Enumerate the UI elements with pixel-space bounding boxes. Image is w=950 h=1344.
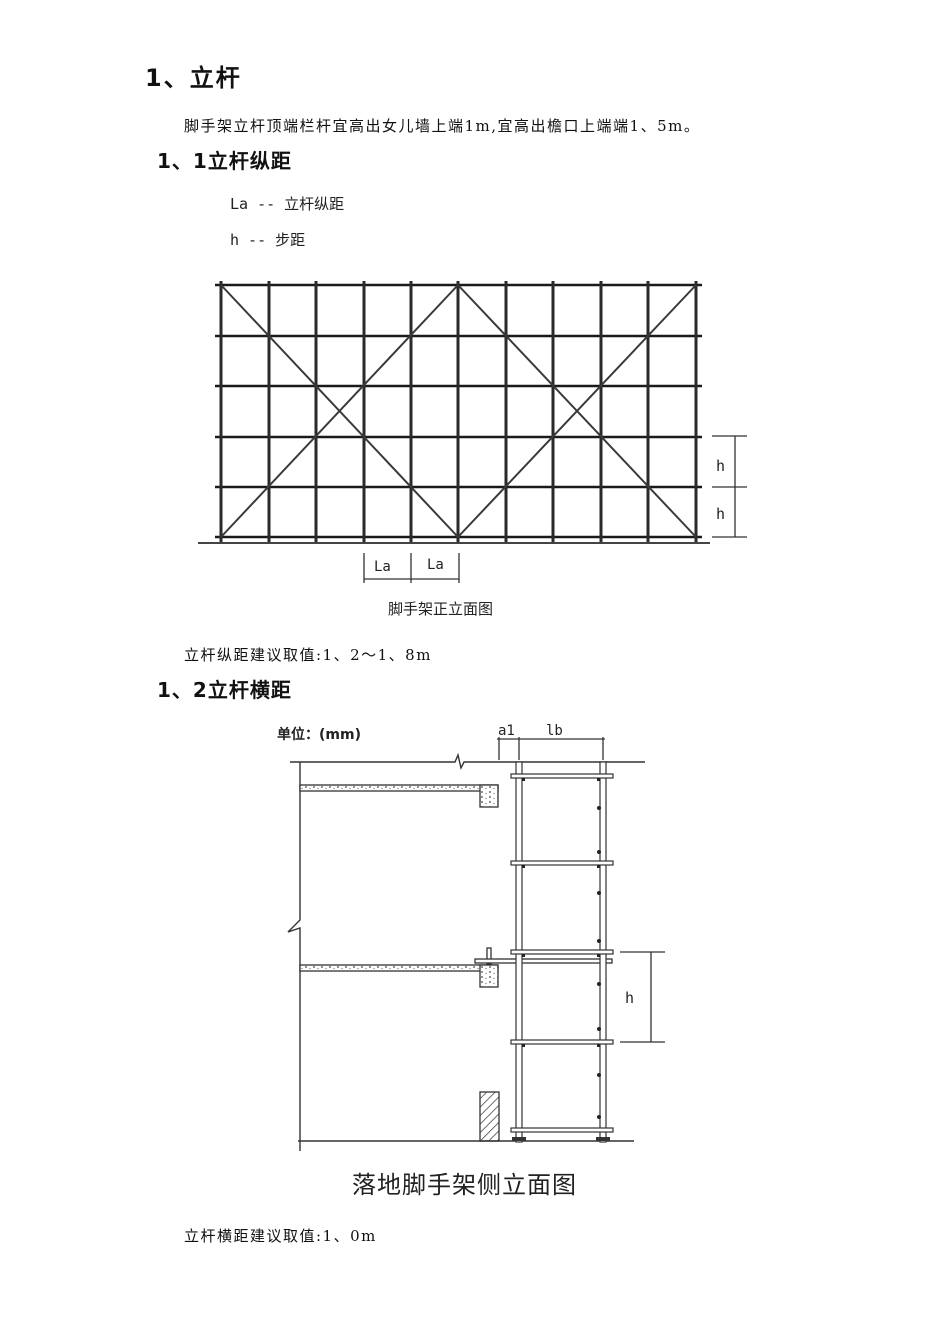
transverse-spacing-recommendation: 立杆横距建议取值:1、0m	[184, 1227, 377, 1245]
side-elevation-caption: 落地脚手架侧立面图	[352, 1171, 577, 1199]
paragraph-pole-top-height: 脚手架立杆顶端栏杆宜高出女儿墙上端1m,宜高出檐口上端端1、5m。	[184, 117, 701, 135]
dim-h-side: h	[625, 989, 634, 1007]
front-elevation-caption: 脚手架正立面图	[388, 600, 494, 618]
dim-la-1: La	[374, 559, 391, 575]
dim-lb: lb	[546, 723, 563, 739]
legend-h: h -- 步距	[230, 231, 306, 249]
dim-h-1: h	[716, 457, 725, 475]
unit-label: 单位：(mm)	[277, 727, 361, 743]
legend-la: La -- 立杆纵距	[230, 195, 345, 213]
longitudinal-spacing-recommendation: 立杆纵距建议取值:1、2～1、8m	[184, 646, 432, 664]
dim-h-2: h	[716, 505, 725, 523]
dim-a1: a1	[498, 723, 515, 739]
section-heading-1: 1、立杆	[145, 64, 242, 92]
dim-la-2: La	[427, 557, 444, 573]
section-heading-1-1: 1、1立杆纵距	[157, 149, 292, 173]
section-heading-1-2: 1、2立杆横距	[157, 678, 292, 702]
